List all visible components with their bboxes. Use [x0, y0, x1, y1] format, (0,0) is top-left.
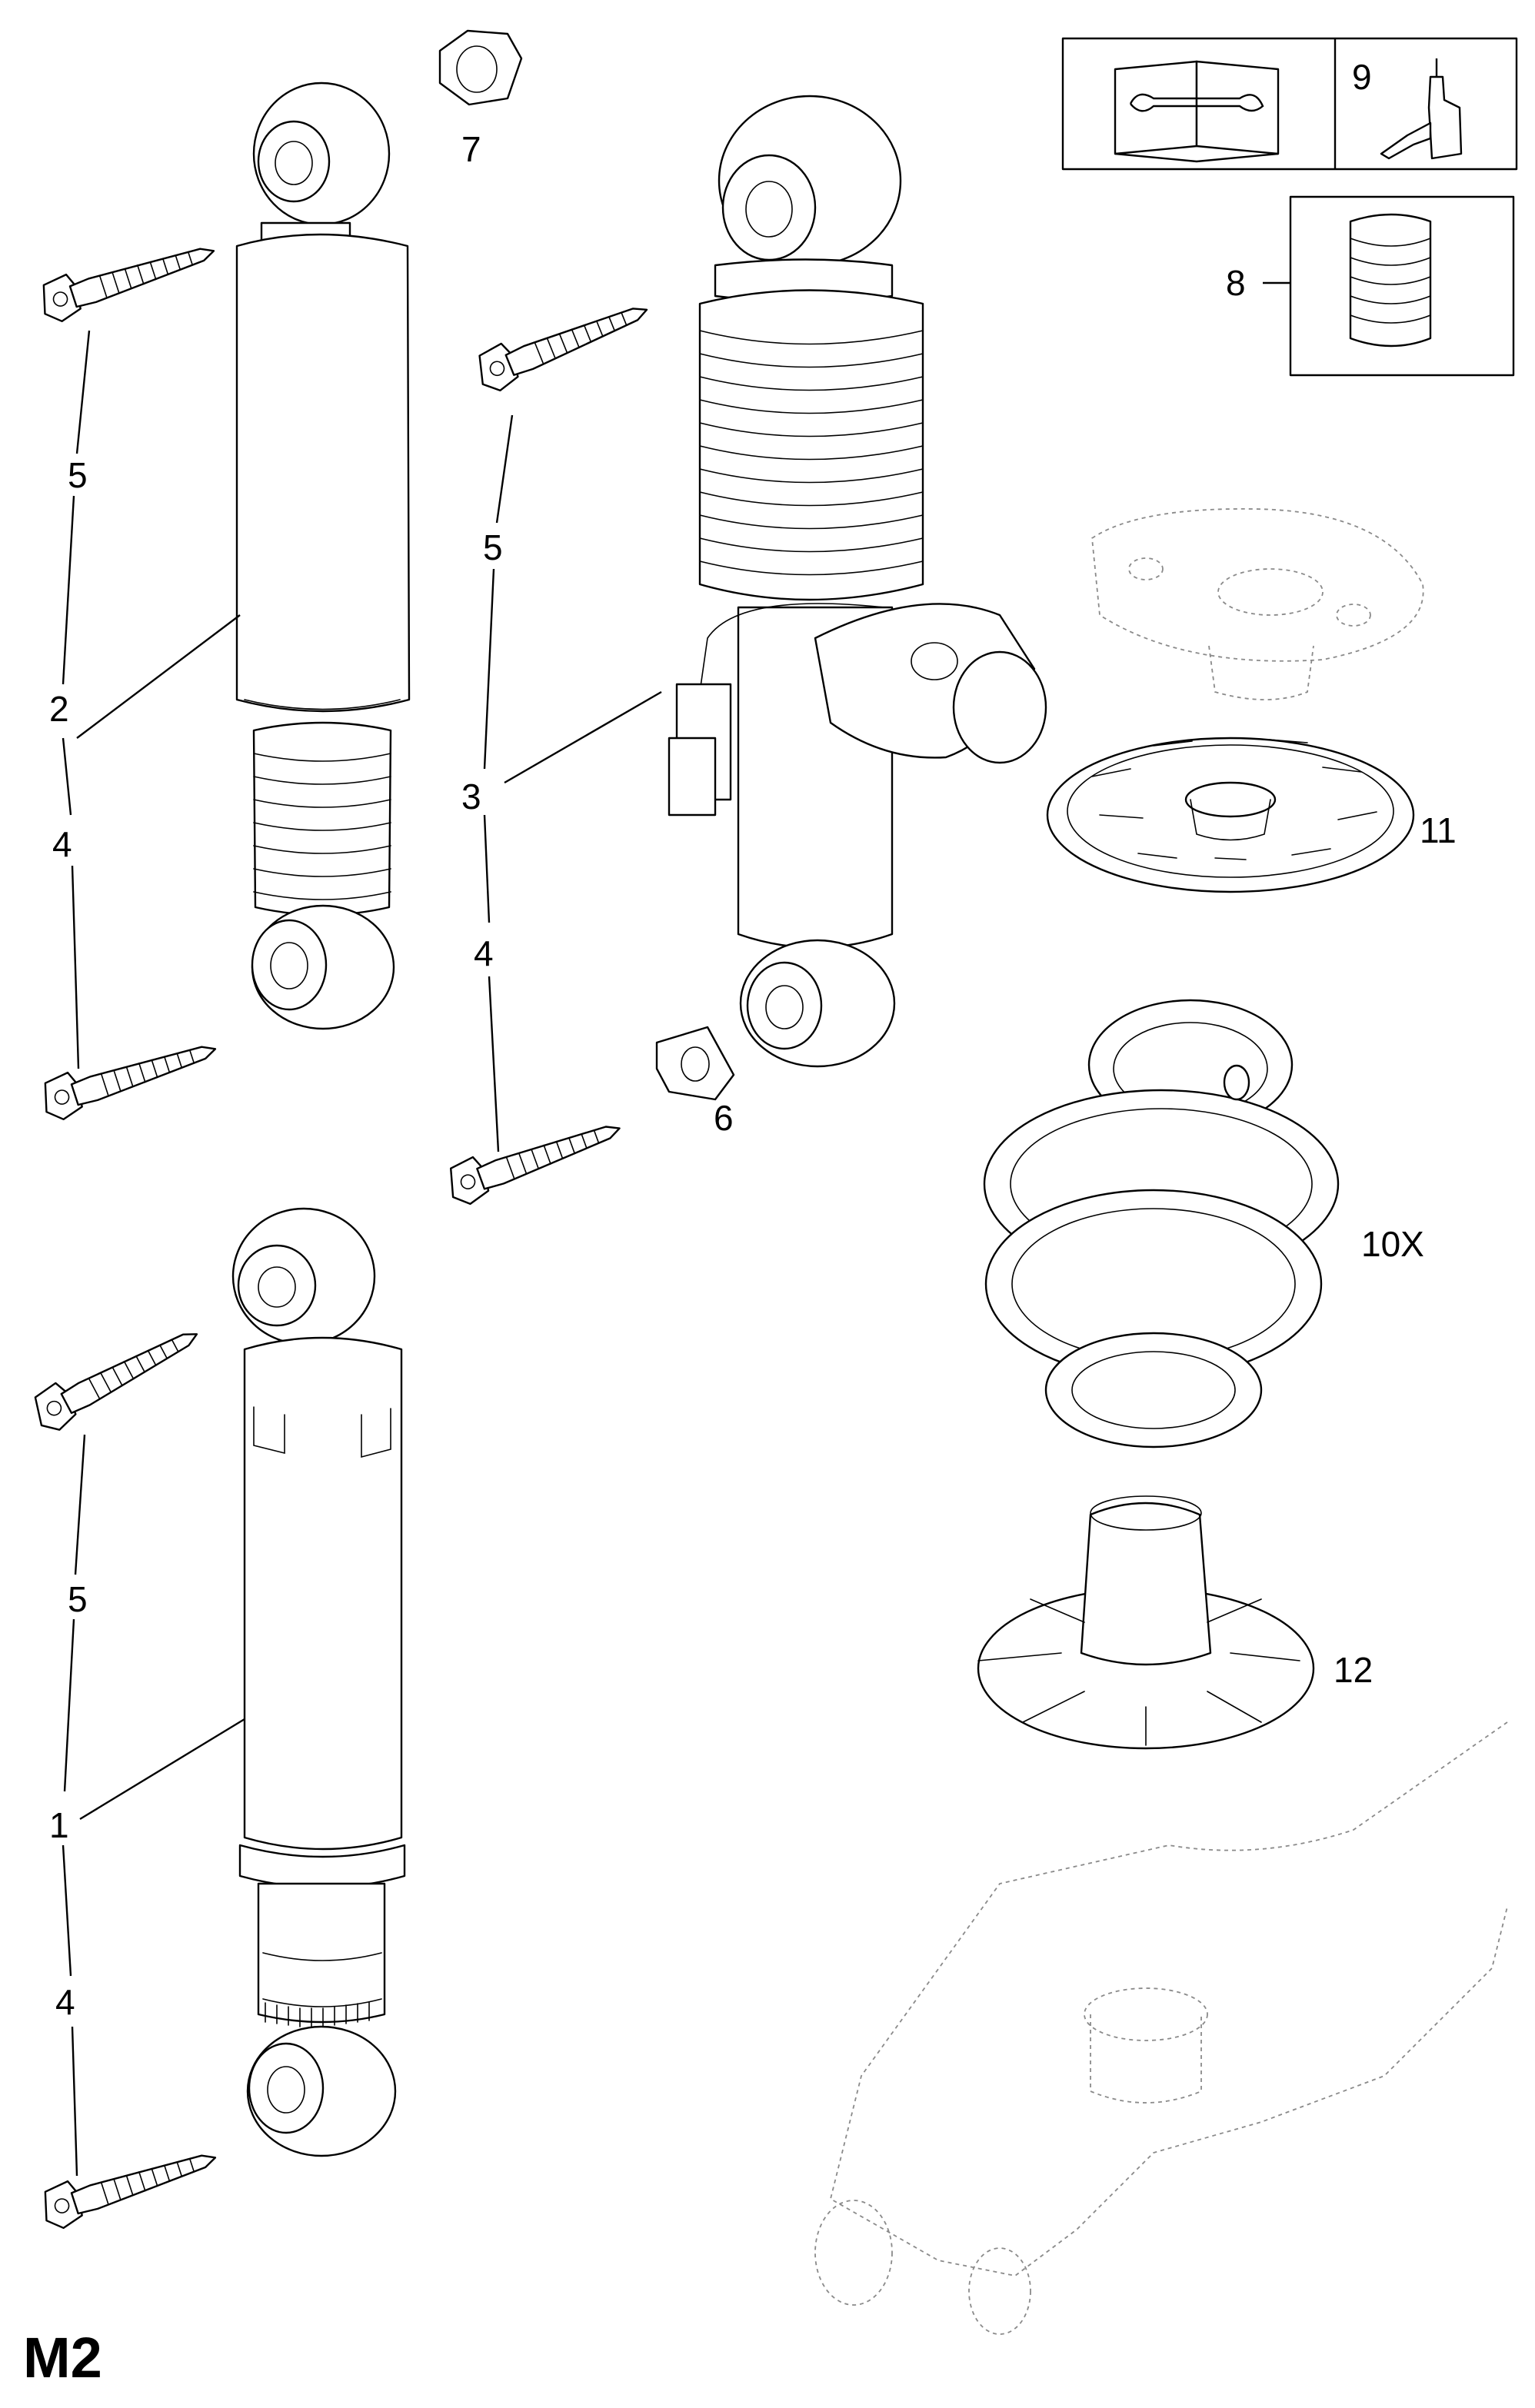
screw-5-centre: [470, 287, 655, 397]
oil-bottle-icon: [1380, 58, 1463, 160]
callout-4a: 4: [52, 824, 72, 864]
screw-4-upper-left: [35, 1026, 223, 1125]
shock-absorber-2: [235, 81, 411, 1030]
washer-6: [655, 1026, 735, 1101]
screw-5-lower-left: [25, 1312, 208, 1438]
callout-11: 11: [1420, 810, 1457, 850]
callout-6: 6: [714, 1098, 734, 1138]
callout-3: 3: [461, 777, 481, 817]
coil-spring-10x: [983, 999, 1340, 1448]
callout-1: 1: [49, 1805, 69, 1845]
screw-5-upper-left: [34, 228, 221, 327]
callout-5c: 5: [68, 1579, 88, 1619]
shock-absorber-1: [231, 1207, 406, 2157]
callout-4b: 4: [474, 933, 494, 973]
callout-4c: 4: [55, 1982, 75, 2022]
page-label: M2: [23, 2326, 102, 2390]
callout-10x: 10X: [1361, 1224, 1424, 1264]
spring-seat-12: [977, 1495, 1315, 1750]
screw-4-lower-left: [35, 2134, 223, 2233]
part-box-8: 8: [1226, 195, 1515, 377]
spring-seat-11: [1046, 737, 1415, 893]
rear-axle-ghost: [814, 1721, 1508, 2335]
info-box: 9: [1061, 37, 1518, 171]
leader-lines: [62, 330, 662, 2177]
callout-12: 12: [1334, 1650, 1373, 1690]
callout-2: 2: [49, 689, 69, 729]
callout-7: 7: [461, 129, 481, 169]
callout-5b: 5: [483, 527, 503, 567]
nut-7: [438, 29, 523, 106]
repair-manual-icon: [1114, 60, 1280, 163]
upper-mount-ghost: [1091, 508, 1424, 700]
air-strut-3: [668, 95, 1047, 1068]
screw-4-centre: [441, 1106, 628, 1210]
callout-9: 9: [1352, 57, 1372, 97]
callout-5a: 5: [68, 455, 88, 495]
callout-8: 8: [1226, 263, 1246, 303]
